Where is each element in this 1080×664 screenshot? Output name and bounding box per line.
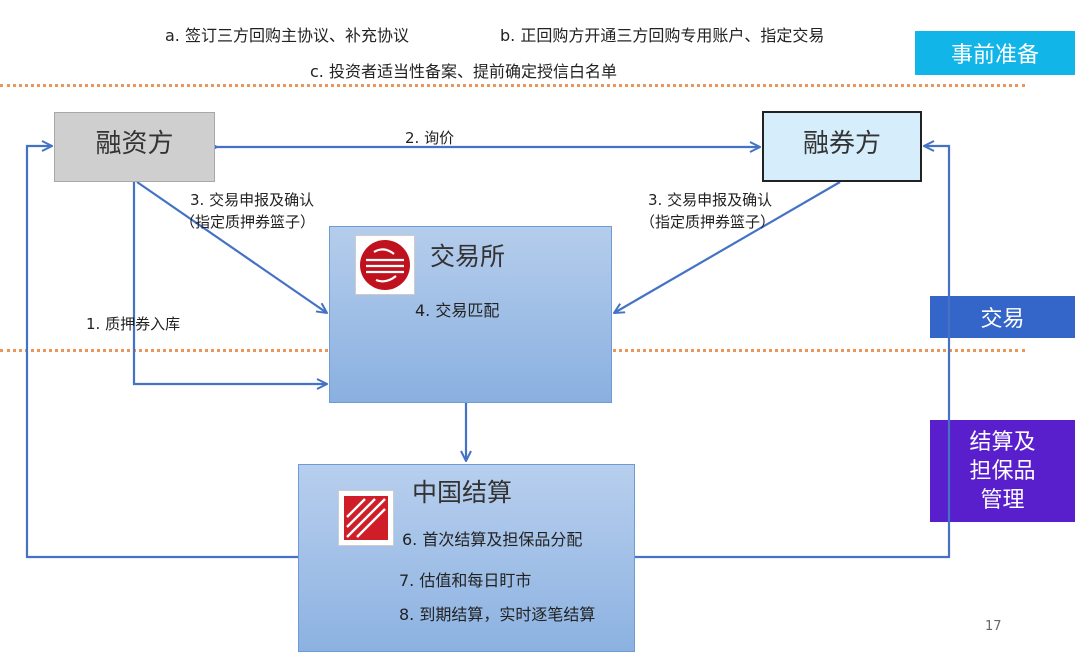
- node-exchange-step: 4. 交易匹配: [415, 301, 500, 320]
- node-financing-label: 融资方: [95, 129, 174, 159]
- prep-item-c: c. 投资者适当性备案、提前确定授信白名单: [310, 62, 617, 81]
- phase-tag-settle-line2: 担保品: [969, 458, 1036, 484]
- phase-tag-settle-line1: 结算及: [969, 429, 1036, 455]
- node-clearing-step6: 6. 首次结算及担保品分配: [402, 530, 583, 549]
- exchange-logo-icon: [360, 240, 410, 290]
- node-exchange-label: 交易所: [430, 242, 506, 271]
- exchange-logo: [355, 235, 415, 295]
- edge-pledge-in: [132, 182, 327, 384]
- node-lending: 融券方: [762, 111, 922, 182]
- edge-label-left-report-l2: （指定质押券篮子）: [180, 213, 316, 231]
- edge-label-right-report-l1: 3. 交易申报及确认: [648, 191, 773, 209]
- edge-label-inquiry: 2. 询价: [405, 129, 455, 147]
- phase-tag-trade: 交易: [930, 296, 1075, 338]
- edge-clearing-financing: [25, 146, 298, 559]
- edge-clearing-lending: [635, 146, 951, 559]
- node-clearing-step7: 7. 估值和每日盯市: [399, 571, 532, 590]
- edge-label-right-report-l2: （指定质押券篮子）: [640, 213, 776, 231]
- phase-tag-settle-line3: 管理: [980, 487, 1025, 513]
- divider-pre: [0, 84, 1025, 87]
- edge-report-right: [614, 181, 841, 313]
- node-financing: 融资方: [54, 112, 215, 182]
- phase-tag-pre: 事前准备: [915, 31, 1075, 75]
- node-exchange: 交易所 4. 交易匹配: [329, 226, 612, 403]
- phase-tag-settle: 结算及 担保品 管理: [930, 420, 1075, 522]
- node-clearing: 中国结算 6. 首次结算及担保品分配 7. 估值和每日盯市 8. 到期结算，实时…: [298, 464, 635, 652]
- node-clearing-step8: 8. 到期结算，实时逐笔结算: [399, 605, 596, 624]
- page-number: 17: [985, 619, 1002, 634]
- clearing-logo: [338, 490, 394, 546]
- edge-label-left-report-l1: 3. 交易申报及确认: [190, 191, 315, 209]
- prep-item-b: b. 正回购方开通三方回购专用账户、指定交易: [500, 26, 825, 45]
- prep-item-a: a. 签订三方回购主协议、补充协议: [165, 26, 409, 45]
- clearing-logo-icon: [344, 496, 388, 540]
- edge-report-left: [136, 181, 327, 313]
- edge-label-pledge-in: 1. 质押券入库: [86, 315, 181, 333]
- node-lending-label: 融券方: [802, 129, 881, 159]
- node-clearing-label: 中国结算: [412, 478, 513, 507]
